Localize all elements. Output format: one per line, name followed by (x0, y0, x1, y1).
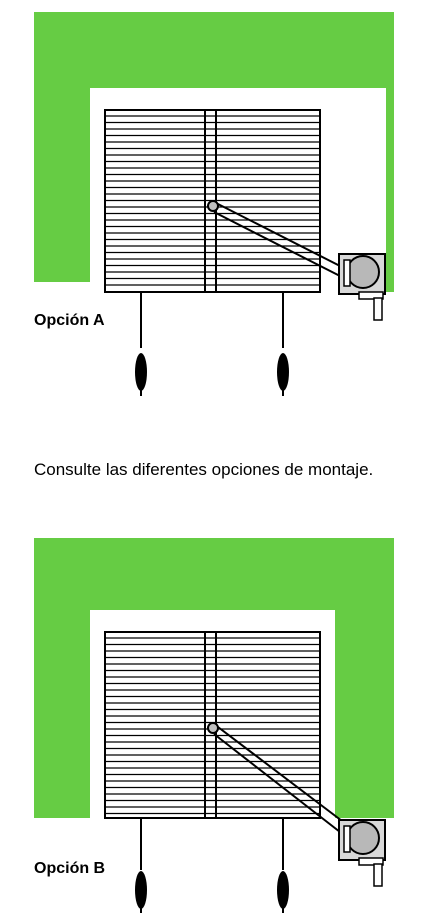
diagram-option-b: Opción B (0, 530, 423, 913)
pivot-icon (207, 722, 219, 734)
crank-arm-icon (213, 723, 347, 825)
pull-cord-icon (277, 292, 289, 396)
crank-arm-icon (213, 733, 341, 833)
diagram-option-a: Opción A (0, 0, 423, 400)
wall-frame (34, 538, 394, 818)
mounting-caption: Consulte las diferentes opciones de mont… (34, 460, 374, 479)
motor-gearbox-icon (338, 253, 386, 321)
option-a-label: Opción A (34, 312, 105, 329)
blind-panel (104, 109, 321, 293)
wall-frame (34, 12, 394, 292)
option-b-label: Opción B (34, 860, 106, 877)
motor-gearbox-icon (338, 819, 386, 887)
pull-cord-icon (135, 818, 147, 913)
blind-panel (104, 631, 321, 819)
pull-cord-icon (135, 292, 147, 396)
crank-arm-icon (213, 211, 341, 277)
mounting-diagram-a (34, 12, 394, 396)
pull-cord-icon (277, 818, 289, 913)
pivot-icon (207, 200, 219, 212)
mounting-diagram-b (34, 538, 394, 913)
crank-arm-icon (213, 201, 345, 269)
